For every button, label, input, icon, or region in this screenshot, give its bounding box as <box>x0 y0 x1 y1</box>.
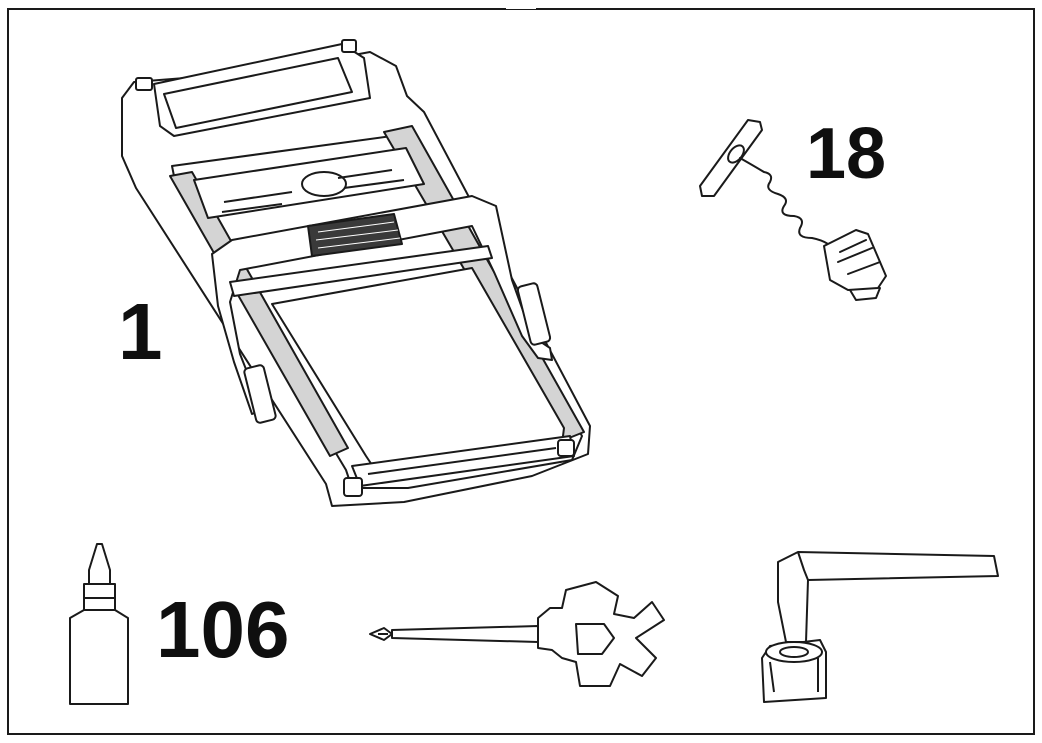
safety-key-icon <box>690 112 900 312</box>
treadmill-label: 1 <box>118 287 163 376</box>
frame-gap <box>506 0 536 9</box>
safety-key-label: 18 <box>806 114 887 194</box>
treadmill-icon <box>112 36 592 516</box>
lubricant-label: 106 <box>156 585 290 674</box>
screwdriver-wrench-icon <box>366 578 666 690</box>
allen-key-icon <box>748 542 1008 710</box>
lubricant-bottle-icon <box>64 540 134 708</box>
